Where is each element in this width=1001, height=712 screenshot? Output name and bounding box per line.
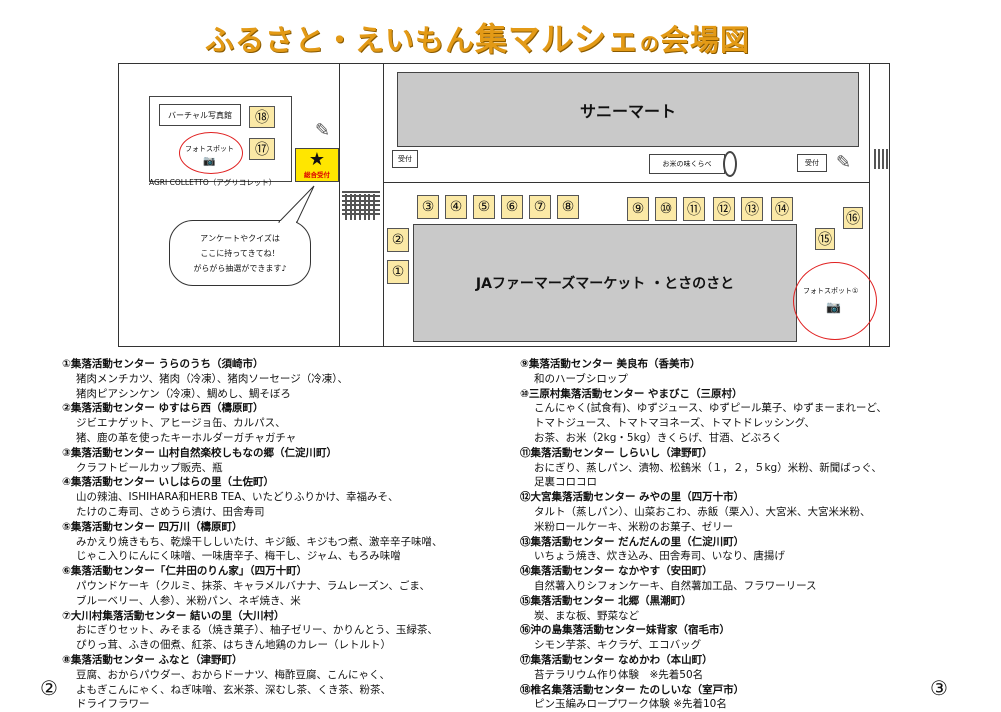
crosswalk <box>343 194 377 220</box>
stall-16[interactable]: ⑯ <box>843 207 863 229</box>
title-part2: 会場図 <box>660 23 751 57</box>
list-item: ⑥集落活動センター「仁井田のりん家」（四万十町）パウンドケーキ（クルミ、抹茶、キ… <box>62 565 430 607</box>
list-item: ⑧集落活動センター ふなと（津野町）豆腐、おからパウダー、おからドーナツ、梅酢豆… <box>62 653 391 711</box>
stall-6[interactable]: ⑥ <box>501 195 523 219</box>
stall-5[interactable]: ⑤ <box>473 195 495 219</box>
list-item: ④集落活動センター いしはらの里（土佐町）山の辣油、ISHIHARA和HERB … <box>62 476 399 518</box>
list-item: ⑩三原村集落活動センター やまびこ（三原村）こんにゃく(試食有)、ゆずジュース、… <box>520 387 887 444</box>
list-item: ⑯沖の島集落活動センター妹背家（宿毛市）シモン芋茶、キクラゲ、エコバッグ <box>520 624 730 652</box>
venue-map: サニーマート JAファーマーズマーケット ・とさのさと バーチャル写真館 AGR… <box>118 63 890 347</box>
road-line <box>869 64 870 347</box>
agri-colletto-label: AGRI COLLETTO（アグリコレット） <box>149 178 277 187</box>
list-item: ⑨集落活動センター 美良布（香美市）和のハーブシロップ <box>520 358 701 385</box>
stall-9[interactable]: ⑨ <box>627 197 649 221</box>
list-item: ⑱椎名集落活動センター たのしいな（室戸市）ピン玉編みロープワーク体験 ※先着1… <box>520 683 745 711</box>
pencil-icon: ✎ <box>836 152 852 173</box>
agri-colletto-area <box>149 96 292 182</box>
star-icon: ★ <box>308 149 326 170</box>
stall-14[interactable]: ⑭ <box>771 197 793 221</box>
list-item: ⑫大宮集落活動センター みやの里（四万十市）タルト（蒸しパン）、山菜おこわ、赤飯… <box>520 491 871 533</box>
list-item: ⑬集落活動センター だんだんの里（仁淀川町）いちょう焼き、炊き込み、田舎寿司、い… <box>520 535 785 563</box>
speech-balloon: アンケートやクイズは ここに持ってきてね！ がらがら抽選ができます♪ <box>169 220 311 286</box>
crosswalk <box>872 149 890 169</box>
ja-market-building: JAファーマーズマーケット ・とさのさと <box>413 224 797 342</box>
sunny-mart-building: サニーマート <box>397 72 859 147</box>
list-item: ①集落活動センター うらのうち（須崎市）猪肉メンチカツ、猪肉（冷凍）、猪肉ソーセ… <box>62 358 348 400</box>
pencil-icon: ✎ <box>315 120 331 141</box>
stall-10[interactable]: ⑩ <box>655 197 677 221</box>
title-small: の <box>640 33 661 55</box>
list-item: ⑤集落活動センター 四万川（檮原町）みかえり焼きもち、乾燥干ししいたけ、キジ飯、… <box>62 520 443 563</box>
reception-label: 受付 <box>797 154 827 172</box>
page-number-right: ③ <box>930 676 948 700</box>
list-item: ②集落活動センター ゆすはら西（檮原町）ジビエナゲット、アヒージョ缶、カルパス、… <box>62 402 297 444</box>
virtual-photo-label: バーチャル写真館 <box>159 104 241 126</box>
reception-label: 受付 <box>392 150 418 168</box>
stall-12[interactable]: ⑫ <box>713 197 735 221</box>
title-part1: ふるさと・えいもん <box>205 23 476 57</box>
left-list: ①集落活動センター うらのうち（須崎市）猪肉メンチカツ、猪肉（冷凍）、猪肉ソーセ… <box>62 357 482 712</box>
stall-4[interactable]: ④ <box>445 195 467 219</box>
road-line <box>383 64 384 347</box>
rice-tasting-label: お米の味くらべ <box>649 154 725 174</box>
ja-market-label: JAファーマーズマーケット ・とさのさと <box>475 276 735 292</box>
stall-8[interactable]: ⑧ <box>557 195 579 219</box>
list-item: ⑭集落活動センター なかやす（安田町）自然薯入りシフォンケーキ、自然薯加工品、フ… <box>520 565 817 592</box>
main-reception: ★ 総合受付 <box>295 148 339 182</box>
camera-icon: 📷 <box>826 300 841 314</box>
list-item: ⑪集落活動センター しらいし（津野町）おにぎり、蒸しパン、漬物、松鶴米（１，２，… <box>520 446 882 489</box>
stall-15[interactable]: ⑮ <box>815 228 835 250</box>
page-title: ふるさと・えいもん集マルシェの会場図 <box>205 14 750 60</box>
balloon-tail <box>277 185 315 223</box>
stall-17[interactable]: ⑰ <box>249 138 275 160</box>
main-reception-label: 総合受付 <box>304 171 330 179</box>
crosswalk <box>342 189 380 217</box>
camera-icon: 📷 <box>203 156 216 167</box>
right-list: ⑨集落活動センター 美良布（香美市）和のハーブシロップ ⑩三原村集落活動センター… <box>520 357 960 712</box>
stall-18[interactable]: ⑱ <box>249 106 275 128</box>
page-number-left: ② <box>40 676 58 700</box>
rice-tasting-oval <box>723 151 737 177</box>
stall-13[interactable]: ⑬ <box>741 197 763 221</box>
road-line <box>339 64 340 347</box>
stall-2[interactable]: ② <box>387 228 409 252</box>
stall-7[interactable]: ⑦ <box>529 195 551 219</box>
list-item: ③集落活動センター 山村自然楽校しもなの郷（仁淀川町）クラフトビールカップ販売、… <box>62 446 338 474</box>
stall-1[interactable]: ① <box>387 260 409 284</box>
list-item: ⑰集落活動センター なめかわ（本山町）苔テラリウム作り体験 ※先着50名 <box>520 653 713 681</box>
photo-spot-1-label: フォトスポット① <box>803 287 859 295</box>
title-big: 集マルシェ <box>475 20 641 58</box>
road-line <box>383 182 869 183</box>
sunny-mart-label: サニーマート <box>579 101 676 121</box>
stall-3[interactable]: ③ <box>417 195 439 219</box>
photo-spot-circle <box>179 132 243 174</box>
stall-11[interactable]: ⑪ <box>683 197 705 221</box>
photo-spot-1-circle <box>793 262 877 340</box>
list-item: ⑦大川村集落活動センター 結いの里（大川村）おにぎりセット、みそまる（焼き菓子）… <box>62 609 438 652</box>
photo-spot-label: フォトスポット <box>185 145 234 153</box>
list-item: ⑮集落活動センター 北郷（黒潮町）炭、まな板、野菜など <box>520 594 692 622</box>
